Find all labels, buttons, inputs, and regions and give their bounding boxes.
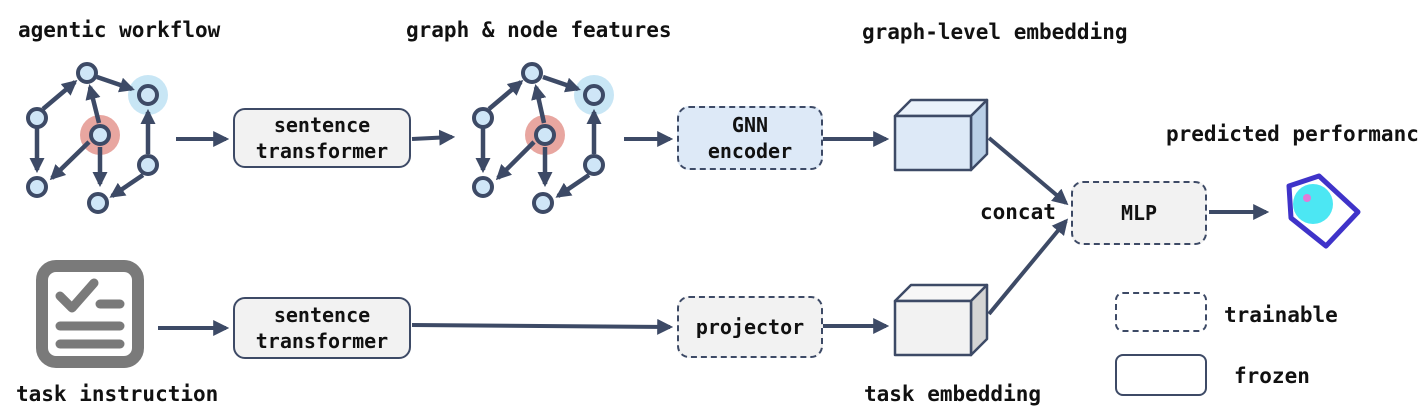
sentence-transformer-line2: transformer — [255, 139, 389, 163]
sentence-transformer-line2: transformer — [255, 329, 389, 353]
graph-node-features-graph — [472, 62, 614, 214]
task-embedding-cube — [893, 283, 989, 357]
graph-level-embedding-label: graph-level embedding — [862, 20, 1128, 44]
concat-label: concat — [980, 200, 1056, 224]
agentic-workflow-graph — [26, 62, 168, 214]
graph-node-features-label: graph & node features — [406, 18, 672, 42]
graph-embedding-cube — [893, 98, 989, 172]
mlp-text: MLP — [1120, 201, 1158, 225]
gnn-encoder-line2: encoder — [707, 139, 793, 163]
checklist-icon — [36, 260, 144, 368]
legend-frozen-label: frozen — [1234, 364, 1310, 388]
legend-trainable-label: trainable — [1224, 303, 1338, 327]
predicted-performance-label: predicted performance — [1166, 122, 1419, 146]
gnn-encoder-line1: GNN — [731, 113, 769, 137]
sentence-transformer-line1: sentence — [273, 113, 371, 137]
agentic-workflow-label: agentic workflow — [18, 18, 221, 42]
legend-trainable-swatch — [1115, 292, 1207, 332]
task-instruction-label: task instruction — [16, 382, 219, 406]
projector-text: projector — [695, 315, 805, 339]
legend-frozen-swatch — [1115, 354, 1207, 396]
flow-arrows — [158, 129, 1270, 336]
mlp-box: MLP — [1071, 181, 1207, 245]
projector-box: projector — [677, 296, 823, 358]
sentence-transformer-line1: sentence — [273, 303, 371, 327]
pentagon-gem-icon — [1286, 173, 1361, 249]
task-embedding-label: task embedding — [864, 382, 1042, 406]
